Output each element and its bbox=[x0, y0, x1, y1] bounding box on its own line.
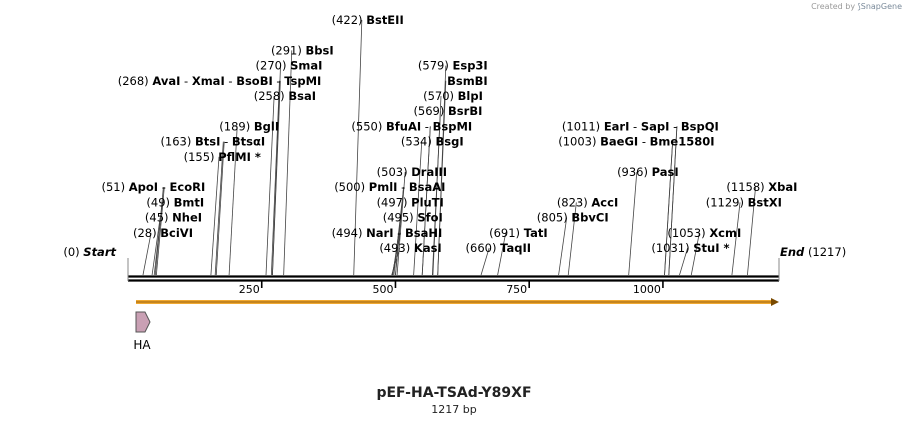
enzyme-site-label: (155) PflMI * bbox=[184, 150, 261, 164]
end-label: End (1217) bbox=[780, 245, 846, 259]
credit-prefix: Created by bbox=[811, 2, 856, 11]
enzyme-site-label: (291) BbsI bbox=[271, 43, 334, 57]
enzyme-leader-line bbox=[558, 217, 568, 276]
enzyme-leader-line bbox=[272, 80, 281, 276]
enzyme-site-label: (691) TatI bbox=[489, 226, 548, 240]
enzyme-site-label: (550) BfuAI - BspMI bbox=[351, 119, 472, 133]
enzyme-leader-line bbox=[353, 19, 363, 276]
enzyme-leader-line bbox=[265, 95, 275, 276]
enzyme-leader-line bbox=[664, 141, 674, 276]
enzyme-leader-line bbox=[628, 171, 638, 276]
enzyme-leader-line bbox=[283, 50, 293, 276]
enzyme-leader-line bbox=[567, 202, 577, 276]
enzyme-site-label: (500) PmlI - BsaAI bbox=[334, 180, 445, 194]
enzyme-leader-line bbox=[480, 247, 490, 276]
enzyme-site-label: (1011) EarI - SapI - BspQI bbox=[562, 119, 719, 133]
enzyme-leader-line bbox=[153, 202, 163, 276]
enzyme-site-label: (497) PluTI bbox=[377, 195, 444, 209]
orf-arrow-head bbox=[771, 298, 779, 306]
enzyme-leader-line bbox=[215, 141, 225, 276]
axis-tick-label: 250 bbox=[239, 283, 260, 296]
axis-tick-label: 750 bbox=[506, 283, 527, 296]
enzyme-leader-line bbox=[396, 171, 406, 276]
enzyme-leader-line bbox=[270, 80, 280, 276]
axis-tick-label: 1000 bbox=[633, 283, 661, 296]
ha-feature-arrow bbox=[135, 311, 151, 333]
enzyme-site-label: (28) BciVI bbox=[133, 226, 193, 240]
map-title: pEF-HA-TSAd-Y89XF bbox=[376, 385, 532, 401]
enzyme-site-label: (660) TaqII bbox=[466, 241, 532, 255]
enzyme-leader-line bbox=[214, 141, 224, 276]
sequence-length: 1217 bp bbox=[431, 403, 477, 416]
enzyme-leader-line bbox=[142, 232, 152, 276]
enzyme-site-label: (823) AccI bbox=[557, 195, 618, 209]
enzyme-leader-line bbox=[437, 80, 447, 276]
enzyme-leader-line bbox=[151, 217, 161, 276]
enzyme-site-label: (45) NheI bbox=[145, 211, 202, 225]
enzyme-site-label: (493) KasI bbox=[379, 241, 441, 255]
enzyme-site-label: (495) SfoI bbox=[383, 211, 443, 225]
enzyme-site-label: (49) BmtI bbox=[146, 195, 204, 209]
enzyme-site-label: (422) BstEII bbox=[332, 13, 404, 27]
enzyme-leader-line bbox=[155, 187, 165, 276]
enzyme-site-label: (805) BbvCI bbox=[537, 211, 609, 225]
enzyme-leader-line bbox=[690, 232, 700, 276]
enzyme-site-label: (1053) XcmI bbox=[667, 226, 741, 240]
enzyme-site-label: (1031) StuI * bbox=[651, 241, 729, 255]
enzyme-site-label: (579) Esp3I bbox=[418, 59, 488, 73]
enzyme-site-label: (1003) BaeGI - Bme1580I bbox=[558, 135, 714, 149]
enzyme-leader-line bbox=[497, 232, 507, 276]
snapgene-logo-icon: ⟆ bbox=[857, 2, 861, 11]
enzyme-leader-line bbox=[210, 156, 220, 276]
credit-brand: SnapGene bbox=[860, 2, 902, 11]
enzyme-site-label: (569) BsrBI bbox=[413, 104, 482, 118]
enzyme-site-label: (534) BsgI bbox=[401, 135, 464, 149]
enzyme-site-label: (494) NarI - BsaHI bbox=[332, 226, 443, 240]
enzyme-leader-line bbox=[731, 202, 741, 276]
enzyme-site-label: (163) BtsI - BtsαI bbox=[160, 135, 265, 149]
enzyme-leader-line bbox=[395, 187, 404, 276]
enzyme-site-label: (503) DraIII bbox=[377, 165, 447, 179]
enzyme-site-label: (270) SmaI bbox=[256, 59, 323, 73]
axis-tick-label: 500 bbox=[372, 283, 393, 296]
enzyme-leader-line bbox=[228, 126, 238, 276]
enzyme-leader-line bbox=[679, 247, 688, 276]
enzyme-site-label: (268) AvaI - XmaI - BsoBI - TspMI bbox=[118, 74, 322, 88]
ha-feature-label: HA bbox=[133, 338, 151, 352]
enzyme-leader-line bbox=[413, 141, 423, 276]
start-label: (0) Start bbox=[63, 245, 116, 259]
enzyme-leader-line bbox=[421, 126, 431, 276]
enzyme-site-label: (1129) BstXI bbox=[706, 195, 782, 209]
enzyme-site-label: BsmBI bbox=[447, 74, 488, 88]
snapgene-credit: Created by ⟆SnapGene bbox=[811, 2, 902, 11]
enzyme-leader-line bbox=[668, 126, 678, 276]
enzyme-site-label: (936) PasI bbox=[617, 165, 679, 179]
enzyme-leader-line bbox=[747, 187, 756, 276]
enzyme-site-label: (189) BglI bbox=[219, 119, 279, 133]
enzyme-site-label: (51) ApoI - EcoRI bbox=[102, 180, 206, 194]
enzyme-leader-line bbox=[391, 247, 401, 276]
enzyme-site-label: (570) BlpI bbox=[423, 89, 483, 103]
enzyme-leader-line bbox=[431, 111, 441, 276]
enzyme-site-label: (1158) XbaI bbox=[726, 180, 797, 194]
enzyme-site-label: (258) BsaI bbox=[254, 89, 316, 103]
